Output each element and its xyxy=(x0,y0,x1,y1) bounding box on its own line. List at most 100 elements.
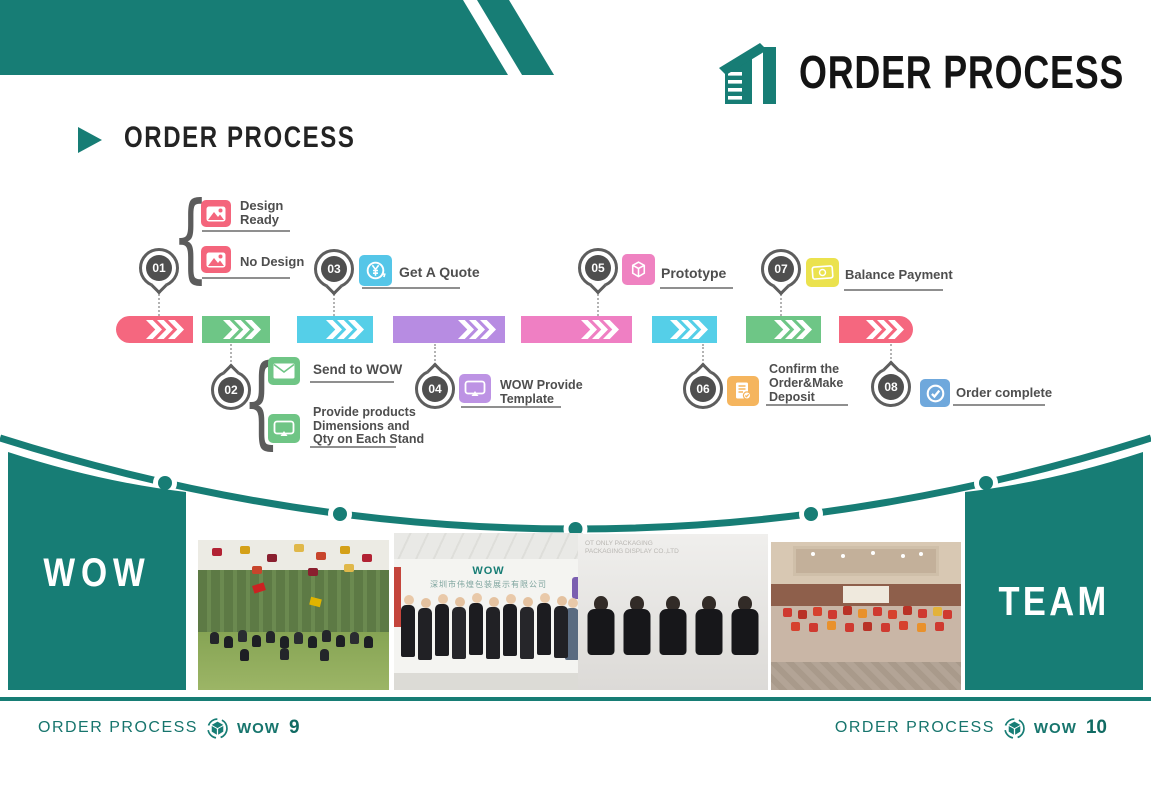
step-label: Provide products xyxy=(313,405,416,419)
step-label: Dimensions and xyxy=(313,418,410,433)
yen-refresh-icon xyxy=(359,255,392,286)
step-label: Qty on Each Stand xyxy=(313,432,425,446)
wall-brand: WOW xyxy=(472,565,505,577)
step-number: 02 xyxy=(211,370,251,410)
crowd xyxy=(578,596,768,682)
step-label: Prototype xyxy=(661,265,727,281)
chevron-icon xyxy=(458,320,474,339)
image-icon xyxy=(201,200,231,227)
package-icon xyxy=(622,254,655,285)
label-underline xyxy=(202,277,290,279)
section-heading: ORDER PROCESS xyxy=(124,121,356,154)
timeline-segment xyxy=(202,316,270,343)
monitor-icon xyxy=(459,374,491,403)
crowd-bodies xyxy=(401,605,415,657)
timeline-segment xyxy=(297,316,373,343)
step-label: Get A Quote xyxy=(399,264,480,280)
wow-cube-icon xyxy=(207,717,228,739)
footer-right: ORDER PROCESS WOW 10 xyxy=(835,717,1107,739)
connector xyxy=(333,291,335,316)
chevron-icon xyxy=(774,320,790,339)
label-underline xyxy=(461,406,561,408)
footer-divider xyxy=(0,697,1151,701)
timeline-segment xyxy=(521,316,632,343)
timeline-segment xyxy=(116,316,193,343)
step-number: 06 xyxy=(683,369,723,409)
step-label: Deposit xyxy=(769,390,815,404)
step-number: 03 xyxy=(314,249,354,289)
team-photo-3: OT ONLY PACKAGING PACKAGING DISPLAY CO.,… xyxy=(578,534,768,690)
connector xyxy=(158,290,160,316)
chevron-icon xyxy=(326,320,342,339)
team-photo-2: WOW 深圳市伟煌包装展示有限公司 xyxy=(394,533,583,690)
photo-corner-text: PACKAGING DISPLAY CO.,LTD xyxy=(585,548,679,555)
crowd xyxy=(783,608,792,617)
step-label: Template xyxy=(500,392,554,406)
connector xyxy=(702,344,704,369)
step-number: 07 xyxy=(761,249,801,289)
step-label: Ready xyxy=(240,212,280,227)
curve-band xyxy=(0,434,1151,690)
photo-corner-text: OT ONLY PACKAGING xyxy=(585,540,653,547)
step-number: 01 xyxy=(139,248,179,288)
connector xyxy=(597,290,599,316)
building-icon xyxy=(719,43,776,104)
connector xyxy=(890,344,892,367)
top-banner xyxy=(0,0,508,75)
label-underline xyxy=(660,287,733,289)
footer-label: ORDER PROCESS xyxy=(38,719,198,736)
crowd xyxy=(210,632,219,644)
wow-label: WOW xyxy=(43,551,151,595)
monitor-icon xyxy=(268,414,300,443)
timeline-segment xyxy=(393,316,505,343)
step-label: Balance Payment xyxy=(845,267,953,282)
step-label: WOW Provide xyxy=(500,378,583,392)
step-number: 05 xyxy=(578,248,618,288)
label-underline xyxy=(766,404,848,406)
label-underline xyxy=(844,289,943,291)
document-check-icon xyxy=(727,376,759,406)
step-number: 08 xyxy=(871,367,911,407)
envelope-icon xyxy=(268,357,300,385)
chevron-icon xyxy=(670,320,686,339)
footer-brand: WOW xyxy=(1033,719,1077,737)
wall-text: 深圳市伟煌包装展示有限公司 xyxy=(430,580,547,589)
connector xyxy=(780,291,782,316)
chevron-icon xyxy=(146,320,162,339)
timeline-segment xyxy=(839,316,913,343)
label-underline xyxy=(362,287,460,289)
connector xyxy=(434,344,436,369)
step-label: Order&Make xyxy=(769,376,844,390)
check-circle-icon xyxy=(920,379,950,407)
footer-page-number: 10 xyxy=(1085,717,1107,738)
step-label: Design xyxy=(240,198,284,213)
wow-cube-icon xyxy=(1004,717,1025,739)
confetti xyxy=(212,548,222,556)
team-photo-1 xyxy=(198,540,389,690)
page-title: ORDER PROCESS xyxy=(799,46,1125,98)
label-underline xyxy=(202,230,290,232)
label-underline xyxy=(953,404,1045,406)
team-label: TEAM xyxy=(998,578,1110,624)
connector xyxy=(230,344,232,370)
step-label: Send to WOW xyxy=(313,362,403,377)
footer-page-number: 9 xyxy=(288,717,300,738)
label-underline xyxy=(310,446,396,448)
footer-label: ORDER PROCESS xyxy=(834,719,995,736)
step-label: Confirm the xyxy=(769,362,840,376)
label-underline xyxy=(310,381,394,383)
timeline-segment xyxy=(746,316,821,343)
timeline-segment xyxy=(652,316,717,343)
team-photo-4 xyxy=(771,542,961,690)
crowd-heads xyxy=(404,595,414,605)
heading-arrow-icon xyxy=(78,127,102,153)
step-number: 04 xyxy=(415,369,455,409)
banknote-icon xyxy=(806,258,839,287)
step-label: No Design xyxy=(240,254,305,269)
footer-left: ORDER PROCESS WOW 9 xyxy=(38,717,300,739)
image-icon xyxy=(201,246,231,273)
chevron-icon xyxy=(581,320,597,339)
chevron-icon xyxy=(223,320,239,339)
footer-brand: WOW xyxy=(236,719,280,737)
